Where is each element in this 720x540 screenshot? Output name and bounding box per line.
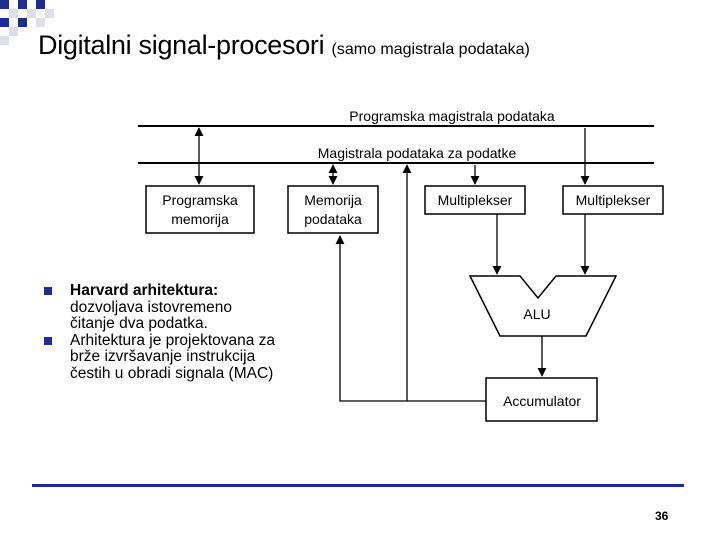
program-memory-label-2: memorija — [171, 211, 229, 227]
program-memory-box — [145, 185, 255, 234]
bullet-item: Arhitektura je projektovana za brže izvr… — [44, 331, 324, 383]
footer-divider — [32, 484, 684, 487]
multiplexer-2-label: Multiplekser — [576, 192, 651, 208]
multiplexer-1-box — [424, 185, 526, 215]
accumulator-to-memory-path — [335, 235, 486, 402]
title-subtitle: (samo magistrala podataka) — [331, 41, 530, 58]
bullet-item: Harvard arhitektura: dozvoljava istovrem… — [44, 282, 324, 333]
bullet-line: čestih u obradi signala (MAC) — [70, 364, 274, 382]
bullet-line: brže izvršavanje instrukcija — [70, 348, 256, 365]
page-number: 36 — [655, 509, 669, 523]
slide-title: Digitalni signal-procesori (samo magistr… — [38, 30, 530, 61]
alu-label: ALU — [523, 306, 550, 322]
bullet-line: dozvoljava istovremeno — [70, 298, 232, 316]
bullet-square-icon — [44, 336, 52, 345]
title-main: Digitalni signal-procesori — [38, 30, 325, 60]
multiplexer-1-label: Multiplekser — [438, 192, 513, 208]
alu-shape — [468, 275, 618, 337]
data-memory-label-2: podataka — [304, 211, 362, 227]
program-bus-label: Programska magistrala podataka — [349, 108, 555, 124]
data-memory-label-1: Memorija — [304, 192, 362, 208]
bullet-line: čitanje dva podatka. — [70, 315, 208, 332]
program-memory-label-1: Programska — [162, 192, 238, 208]
multiplexer-2-box — [562, 185, 664, 215]
data-memory-box — [287, 185, 379, 234]
accumulator-box — [485, 377, 598, 422]
data-bus-label: Magistrala podataka za podatke — [318, 145, 517, 161]
accumulator-label: Accumulator — [503, 393, 581, 409]
bullet-heading: Harvard arhitektura: — [70, 282, 219, 299]
bullet-line: Arhitektura je projektovana za — [70, 331, 276, 349]
bullet-square-icon — [44, 287, 52, 295]
bullet-list: Harvard arhitektura: dozvoljava istovrem… — [44, 282, 324, 383]
